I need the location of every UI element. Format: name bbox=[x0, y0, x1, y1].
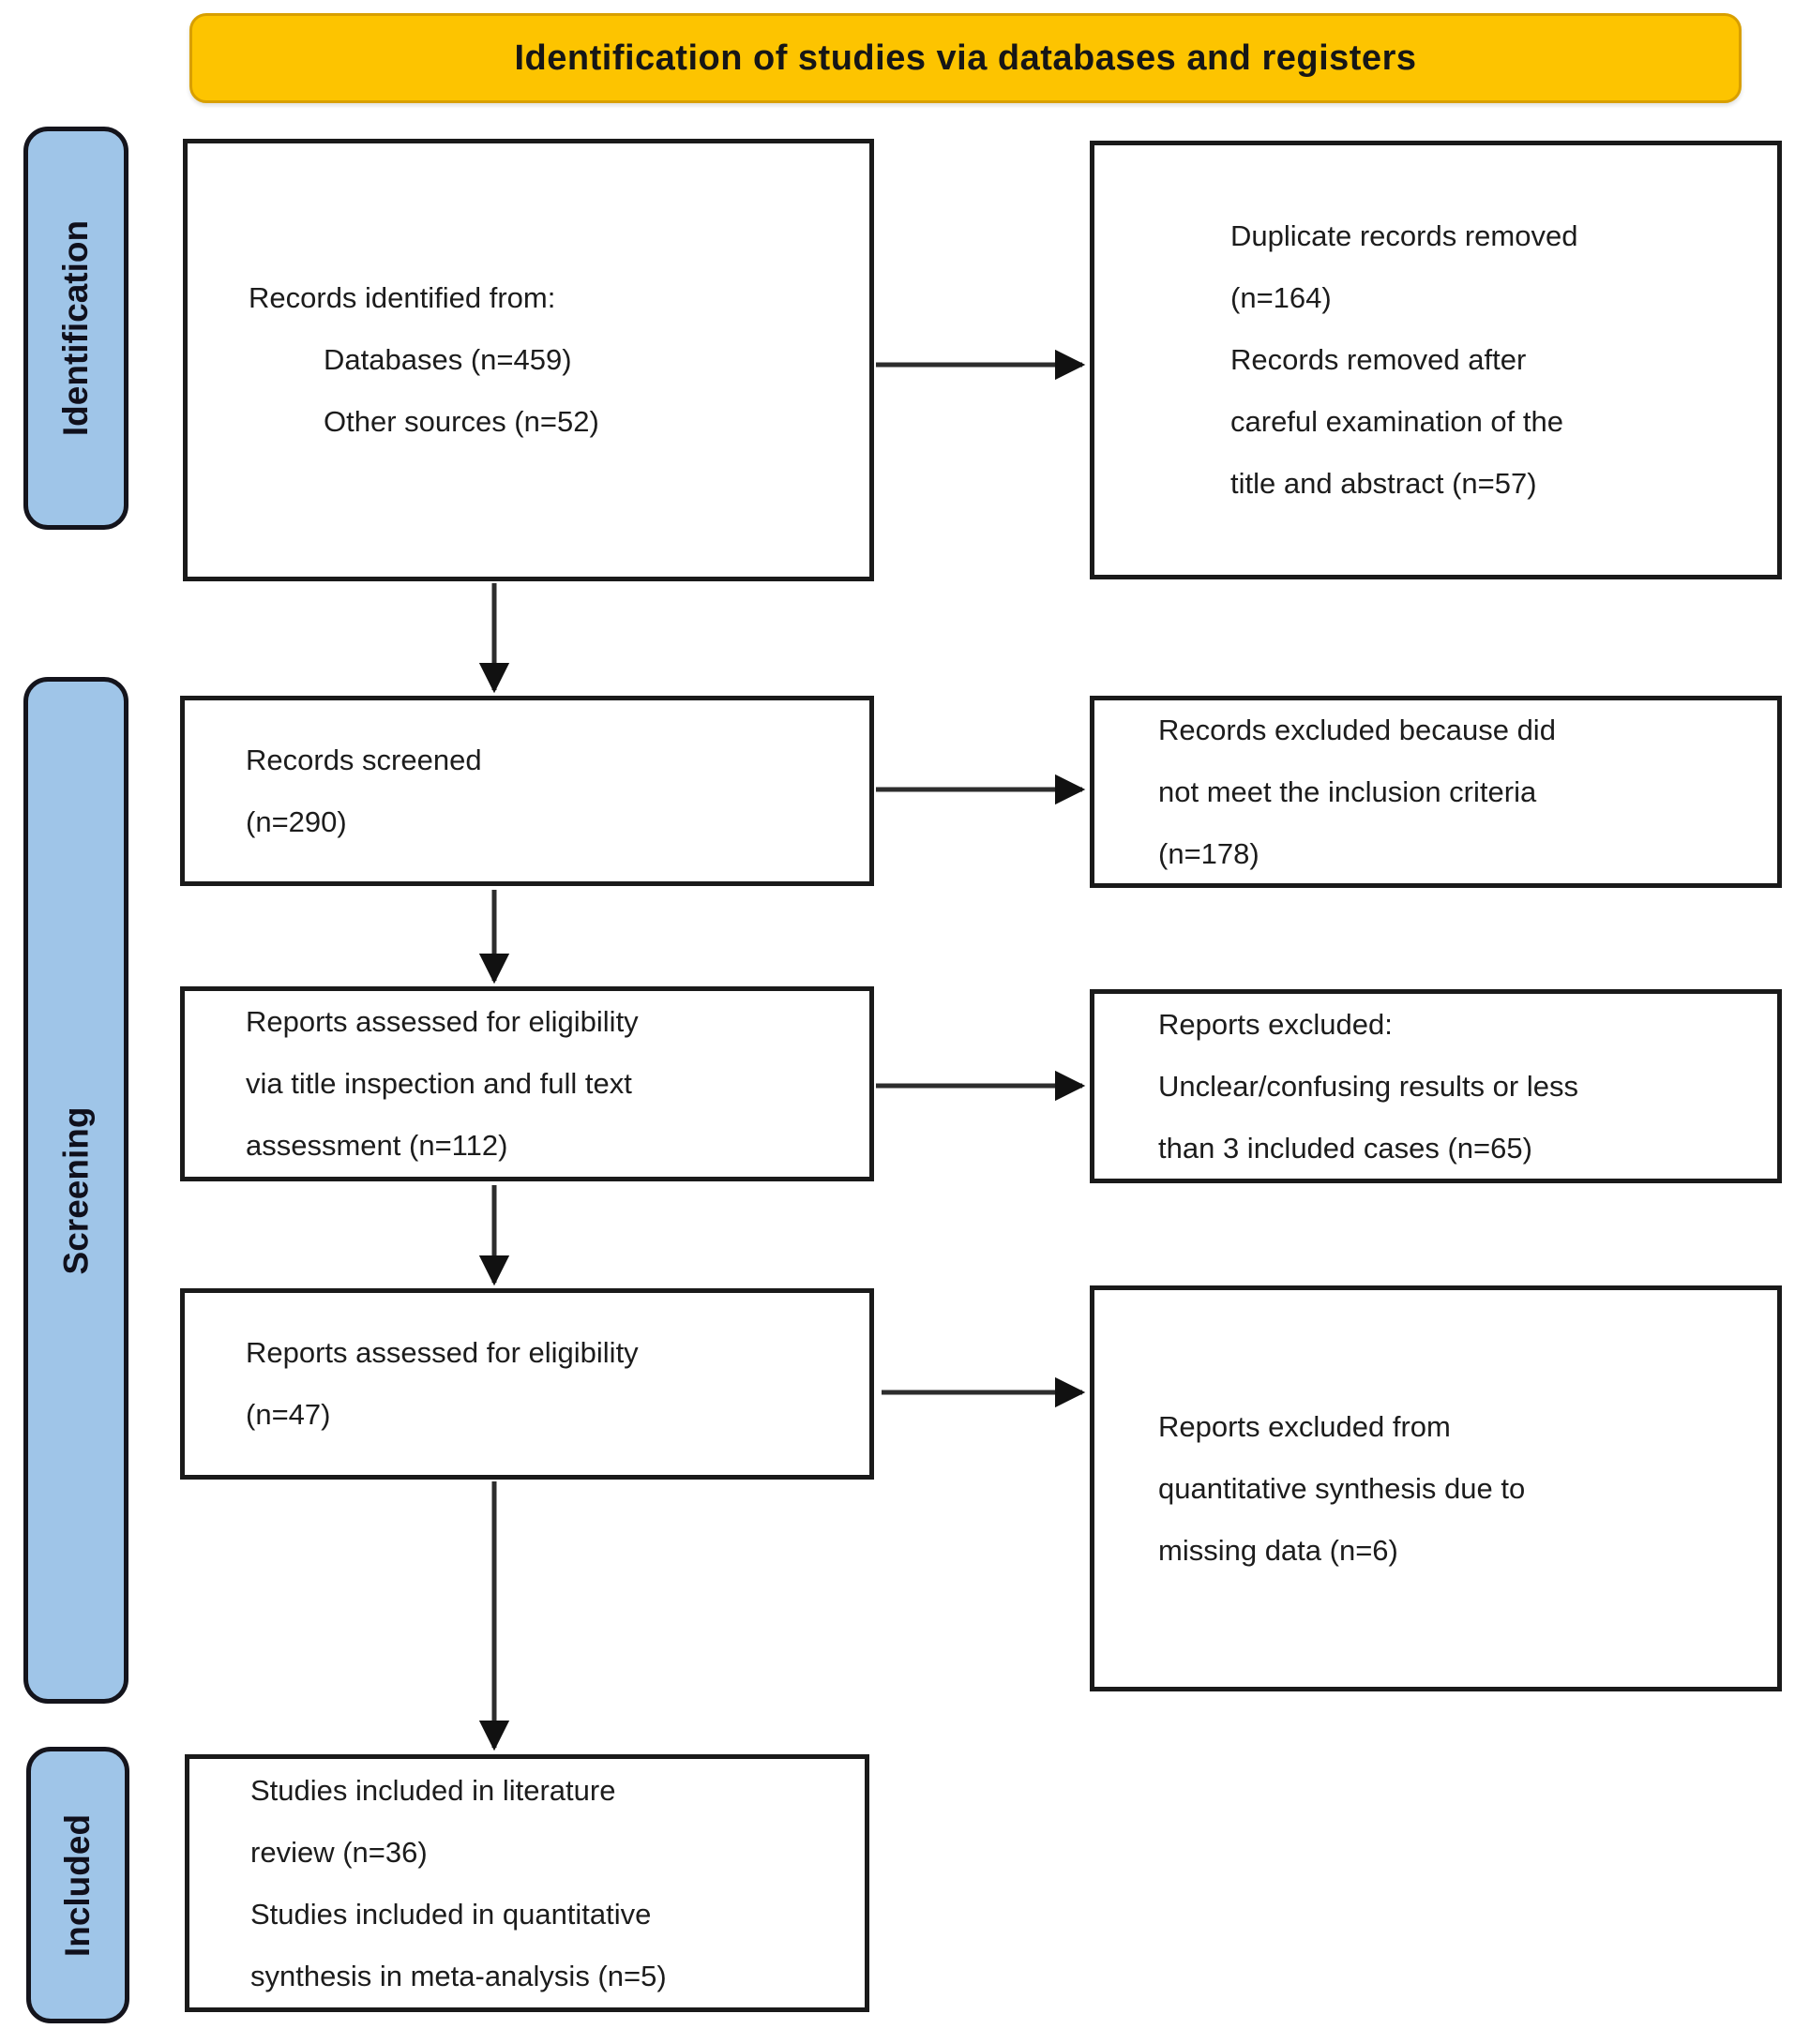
banner: Identification of studies via databases … bbox=[189, 13, 1742, 103]
box-line: Studies included in literature bbox=[250, 1773, 616, 1807]
box-line: Reports excluded: bbox=[1158, 1007, 1393, 1041]
box-duplicate-records-removed: Duplicate records removed (n=164) Records … bbox=[1090, 141, 1782, 579]
box-line: Records identified from: bbox=[249, 281, 556, 314]
box-line: Reports assessed for eligibility bbox=[246, 1336, 639, 1369]
box-records-excluded: Records excluded because did not meet the… bbox=[1090, 696, 1782, 888]
box-line: (n=47) bbox=[246, 1398, 331, 1431]
box-line: (n=290) bbox=[246, 804, 347, 838]
box-line: Records removed after bbox=[1230, 343, 1527, 376]
box-line: Unclear/confusing results or less bbox=[1158, 1069, 1578, 1103]
box-line: title and abstract (n=57) bbox=[1230, 467, 1537, 500]
box-studies-included: Studies included in literature review (n=… bbox=[185, 1754, 869, 2012]
box-line: Databases (n=459) bbox=[324, 343, 572, 376]
box-line: assessment (n=112) bbox=[246, 1129, 508, 1162]
box-line: Records screened bbox=[246, 743, 482, 776]
stage-included: Included bbox=[26, 1747, 129, 2023]
box-reports-excluded-missing-data: Reports excluded from quantitative synthe… bbox=[1090, 1285, 1782, 1691]
box-reports-assessed-full-text: Reports assessed for eligibility via titl… bbox=[180, 986, 874, 1181]
box-line: than 3 included cases (n=65) bbox=[1158, 1131, 1532, 1165]
box-line: missing data (n=6) bbox=[1158, 1533, 1398, 1567]
box-line: review (n=36) bbox=[250, 1835, 428, 1869]
box-line: Duplicate records removed bbox=[1230, 219, 1578, 252]
banner-title: Identification of studies via databases … bbox=[514, 38, 1417, 78]
box-line: Other sources (n=52) bbox=[324, 405, 599, 438]
box-line: Reports assessed for eligibility bbox=[246, 1005, 639, 1038]
stage-included-label: Included bbox=[58, 1813, 97, 1957]
box-line: synthesis in meta-analysis (n=5) bbox=[250, 1959, 667, 1992]
box-line: Records excluded because did bbox=[1158, 713, 1556, 746]
box-line: Reports excluded from bbox=[1158, 1409, 1451, 1443]
box-line: Studies included in quantitative bbox=[250, 1897, 652, 1931]
box-line: via title inspection and full text bbox=[246, 1067, 632, 1100]
box-records-screened: Records screened (n=290) bbox=[180, 696, 874, 886]
box-line: careful examination of the bbox=[1230, 405, 1563, 438]
box-line: (n=178) bbox=[1158, 836, 1260, 870]
box-records-identified: Records identified from: Databases (n=459… bbox=[183, 139, 874, 581]
box-line: quantitative synthesis due to bbox=[1158, 1471, 1526, 1505]
box-reports-assessed-eligibility: Reports assessed for eligibility (n=47) bbox=[180, 1288, 874, 1480]
box-line: not meet the inclusion criteria bbox=[1158, 774, 1537, 808]
box-reports-excluded-unclear: Reports excluded: Unclear/confusing resul… bbox=[1090, 989, 1782, 1183]
stage-screening-label: Screening bbox=[56, 1106, 95, 1274]
stage-identification-label: Identification bbox=[56, 219, 96, 437]
stage-identification: Identification bbox=[23, 127, 128, 530]
stage-screening: Screening bbox=[23, 677, 128, 1704]
box-line: (n=164) bbox=[1230, 281, 1332, 314]
